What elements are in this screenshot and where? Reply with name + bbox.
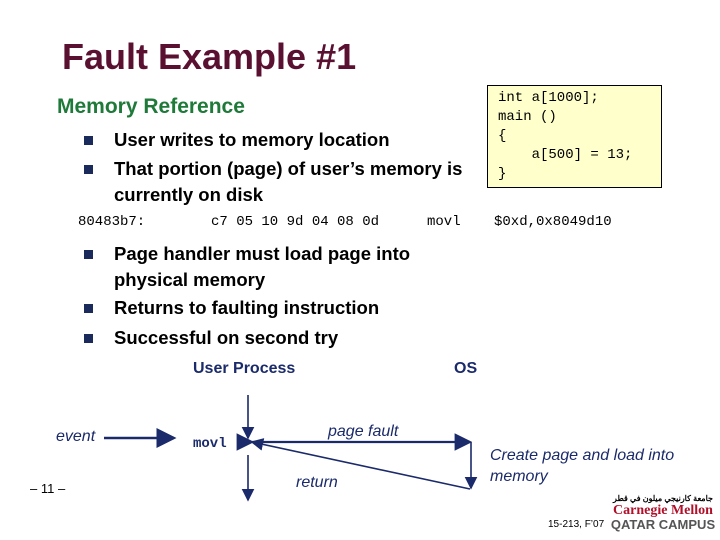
cmu-qatar-logo: جامعة كارنيجي ميلون في قطر Carnegie Mell… [610,494,716,532]
bullet-bottom-3: Successful on second try [114,327,339,348]
bullet-top-1: User writes to memory location [114,129,390,150]
asm-bytes: c7 05 10 9d 04 08 0d [211,214,380,230]
os-label: OS [454,360,478,377]
bullet-bottom-1: Page handler must load page into physica… [114,243,411,290]
code-box: int a[1000]; main () { a[500] = 13;} [487,85,662,188]
code-line: main () [498,109,557,125]
slide-subtitle: Memory Reference [57,95,245,118]
bullet-icon [84,250,93,259]
bullet-icon [84,334,93,343]
code-line: a[500] = 13; [498,147,633,163]
bullet-top-2: That portion (page) of user’s memory is … [114,158,463,205]
course-label: 15-213, F’07 [548,519,605,530]
bullet-icon [84,165,93,174]
code-line: { [498,128,507,144]
return-label: return [296,474,338,491]
event-label: event [56,428,96,445]
bullet-icon [84,304,93,313]
logo-line2: QATAR CAMPUS [610,517,716,532]
asm-instr: movl [427,214,461,230]
bullet-bottom-2: Returns to faulting instruction [114,297,380,318]
create-page-label: Create page and load into memory [490,447,675,485]
page-number: – 11 – [30,481,66,496]
asm-operands: $0xd,0x8049d10 [494,214,612,230]
logo-line1: Carnegie Mellon [613,503,713,518]
return-arrow [250,438,471,490]
asm-address: 80483b7: [78,214,146,230]
code-line: } [498,166,507,182]
slide-title: Fault Example #1 [62,36,357,77]
logo-arabic: جامعة كارنيجي ميلون في قطر [613,494,713,503]
user-process-label: User Process [193,360,296,377]
code-line: int a[1000]; [498,90,599,106]
bullet-icon [84,136,93,145]
movl-label: movl [193,436,227,452]
